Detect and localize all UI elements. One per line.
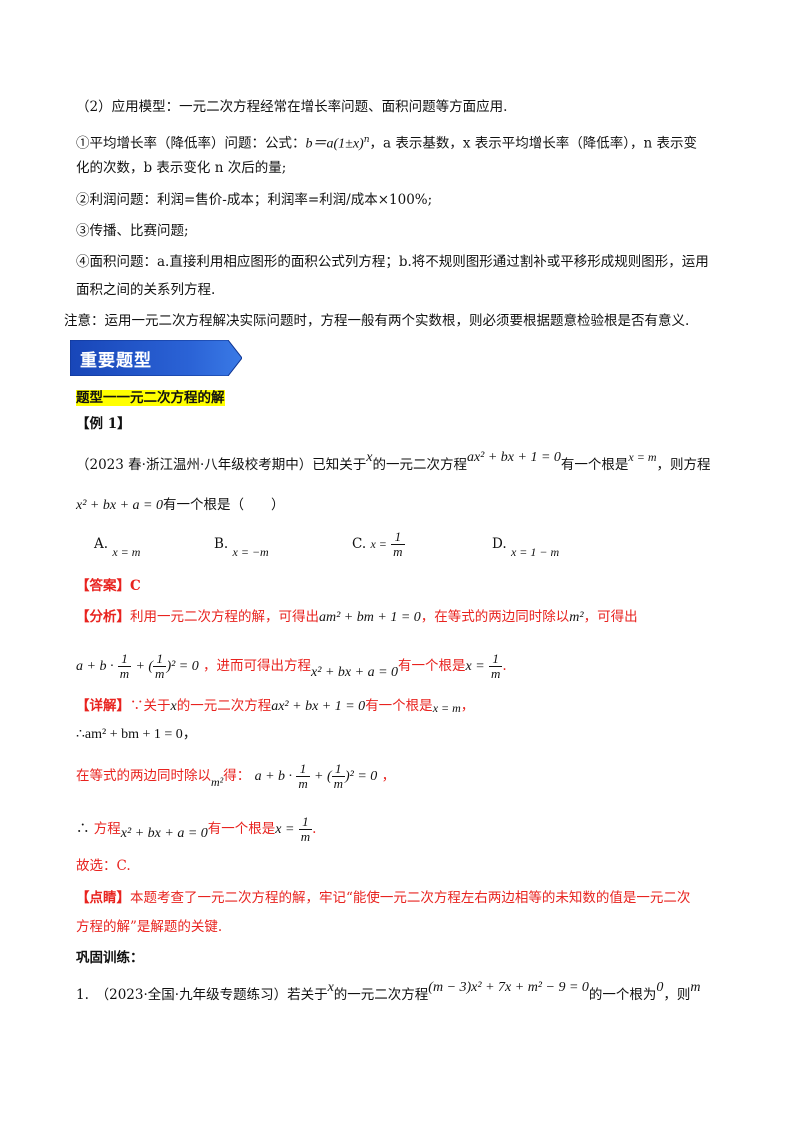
section-banner: 重要题型 [70,340,242,376]
option-b: B. x = −m [214,536,269,559]
growth-formula: b＝a(1±x) [305,136,364,152]
choice-line: 故选：C. [76,858,131,874]
section-title: 题型一一元二次方程的解 [76,390,225,406]
text-line-area: ④面积问题：a.直接利用相应图形的面积公式列方程；b.将不规则图形通过割补或平移… [76,254,709,270]
equation-x2-bx-a: x² + bx + a = 0 [76,498,163,513]
example-question-line1: （2023 春·浙江温州·八年级校考期中）已知关于x的一元二次方程ax² + b… [76,450,711,473]
example-label: 【例 1】 [76,416,131,432]
detail-line1: 【详解】∵关于x的一元二次方程ax² + bx + 1 = 0有一个根是x = … [76,698,475,715]
text-line-growth-rate-cont: 化的次数，b 表示变化 n 次后的量; [76,160,287,176]
text-line-spread: ③传播、比赛问题; [76,223,189,239]
comment-line1: 【点睛】本题考查了一元二次方程的解，牢记“能使一元二次方程左右两边相等的未知数的… [76,890,691,906]
option-d: D. x = 1 − m [492,536,560,559]
practice-question-1: 1. （2023·全国·九年级专题练习）若关于x的一元二次方程(m − 3)x²… [76,980,701,1003]
analysis-line1: 【分析】利用一元二次方程的解，可得出am² + bm + 1 = 0，在等式的两… [76,609,638,625]
banner-arrow-shape [70,340,242,376]
practice-title: 巩固训练： [76,950,144,966]
text-line-profit: ②利润问题：利润=售价-成本；利润率=利润/成本×100%; [76,192,433,208]
banner-title: 重要题型 [80,351,152,371]
text-line-area-cont: 面积之间的关系列方程. [76,282,216,298]
option-a: A. x = m [94,536,141,559]
text-line-growth-rate: ①平均增长率（降低率）问题：公式：b＝a(1±x)n，a 表示基数，x 表示平均… [76,135,698,152]
equation-ax2-bx-1: ax² + bx + 1 = 0 [466,450,561,465]
detail-line2: ∴am² + bm + 1 = 0， [76,727,197,742]
example-question-line2: x² + bx + a = 0有一个根是（ ） [76,497,285,513]
text-line-model: （2）应用模型：一元二次方程经常在增长率问题、面积问题等方面应用. [76,99,508,115]
text-line-note: 注意：运用一元二次方程解决实际问题时，方程一般有两个实数根，则必须要根据题意检验… [64,313,690,329]
answer-line: 【答案】C [76,578,141,594]
equation-practice-1: (m − 3)x² + 7x + m² − 9 = 0 [428,980,589,995]
comment-line2: 方程的解”是解题的关键. [76,919,223,935]
